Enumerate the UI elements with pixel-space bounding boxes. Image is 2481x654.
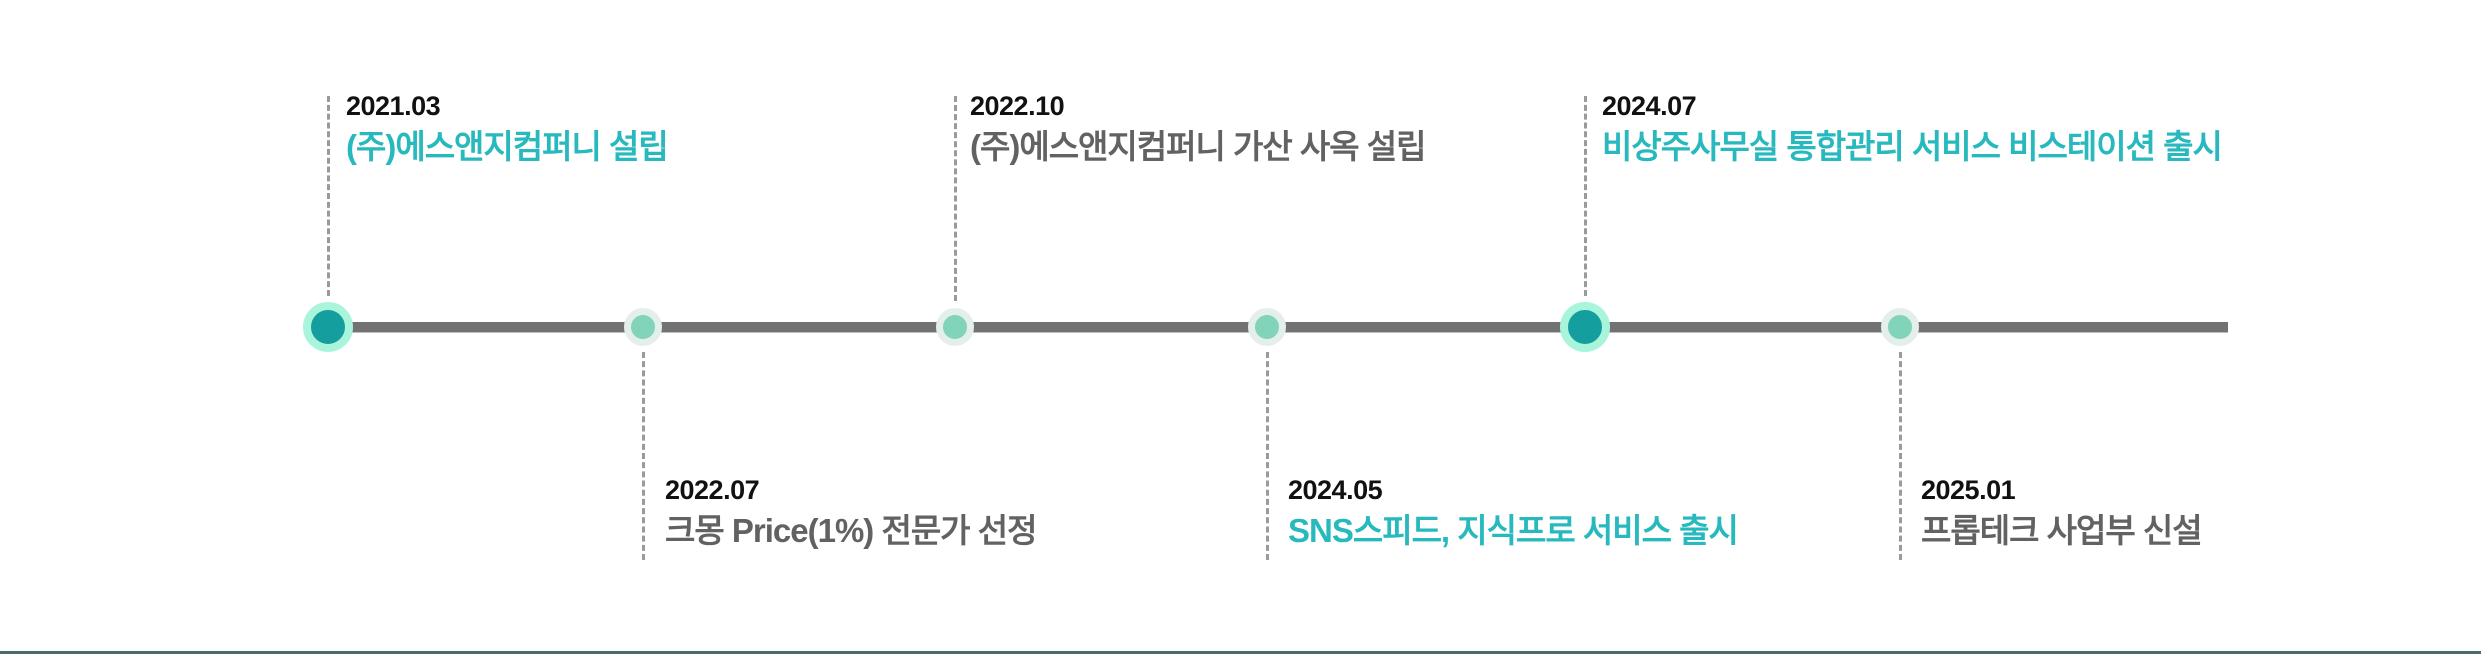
event-date: 2022.07 [665,475,760,505]
event-title: (주)에스앤지컴퍼니 가산 사옥 설립 [970,128,1427,165]
timeline-event: 2024.07 비상주사무실 통합관리 서비스 비스테이션 출시 [1602,90,2223,168]
event-title: 비상주사무실 통합관리 서비스 비스테이션 출시 [1602,128,2223,165]
event-title: (주)에스앤지컴퍼니 설립 [346,128,669,165]
event-date: 2024.07 [1602,91,1697,121]
connector-line [954,96,957,301]
event-title: 크몽 Price(1%) 전문가 선정 [665,512,1037,549]
connector-line [1899,352,1902,560]
event-title: SNS스피드, 지식프로 서비스 출시 [1288,512,1739,549]
event-date: 2022.10 [970,91,1065,121]
event-date: 2021.03 [346,91,441,121]
timeline-node-minor [1248,308,1286,346]
event-date: 2025.01 [1921,475,2016,505]
connector-line [1584,96,1587,296]
connector-line [642,352,645,560]
timeline-event: 2021.03 (주)에스앤지컴퍼니 설립 [346,90,669,168]
timeline-node-minor [1881,308,1919,346]
event-title: 프롭테크 사업부 신설 [1921,512,2203,549]
timeline-event: 2022.07 크몽 Price(1%) 전문가 선정 [665,474,1037,552]
timeline-event: 2024.05 SNS스피드, 지식프로 서비스 출시 [1288,474,1739,552]
bottom-divider [0,651,2481,654]
timeline-event: 2022.10 (주)에스앤지컴퍼니 가산 사옥 설립 [970,90,1427,168]
event-date: 2024.05 [1288,475,1383,505]
timeline-node-major [1560,302,1610,352]
timeline-node-minor [936,308,974,346]
timeline-node-minor [624,308,662,346]
timeline-node-major [303,302,353,352]
timeline-event: 2025.01 프롭테크 사업부 신설 [1921,474,2203,552]
connector-line [1266,352,1269,560]
connector-line [327,96,330,296]
